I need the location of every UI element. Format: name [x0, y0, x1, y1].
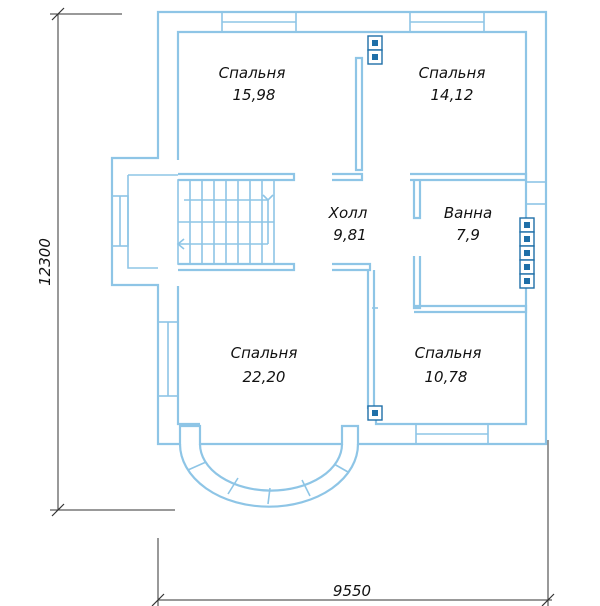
dimension-width: 9550: [151, 440, 555, 606]
vent-ducts: [367, 35, 535, 421]
room-name: Спальня: [415, 344, 482, 362]
room-name: Спальня: [419, 64, 486, 82]
vent-duct-bath: [519, 217, 535, 289]
room-name: Холл: [328, 204, 368, 222]
room-labels: Спальня 15,98 Спальня 14,12 Холл 9,81 Ва…: [219, 64, 493, 386]
dimension-height: 12300: [36, 7, 175, 517]
room-name: Спальня: [231, 344, 298, 362]
room-area: 9,81: [333, 226, 366, 244]
vent-duct-top: [367, 35, 383, 65]
room-area: 22,20: [243, 368, 286, 386]
room-area: 10,78: [425, 368, 468, 386]
room-area: 14,12: [431, 86, 474, 104]
room-name: Ванна: [444, 204, 492, 222]
dimension-width-label: 9550: [333, 582, 371, 600]
staircase: [176, 179, 275, 265]
vent-duct-bottom: [367, 405, 383, 421]
room-name: Спальня: [219, 64, 286, 82]
dimension-height-label: 12300: [36, 238, 54, 286]
room-area: 7,9: [456, 226, 480, 244]
room-area: 15,98: [233, 86, 276, 104]
windows: [111, 11, 547, 445]
bay-window: [178, 443, 360, 508]
